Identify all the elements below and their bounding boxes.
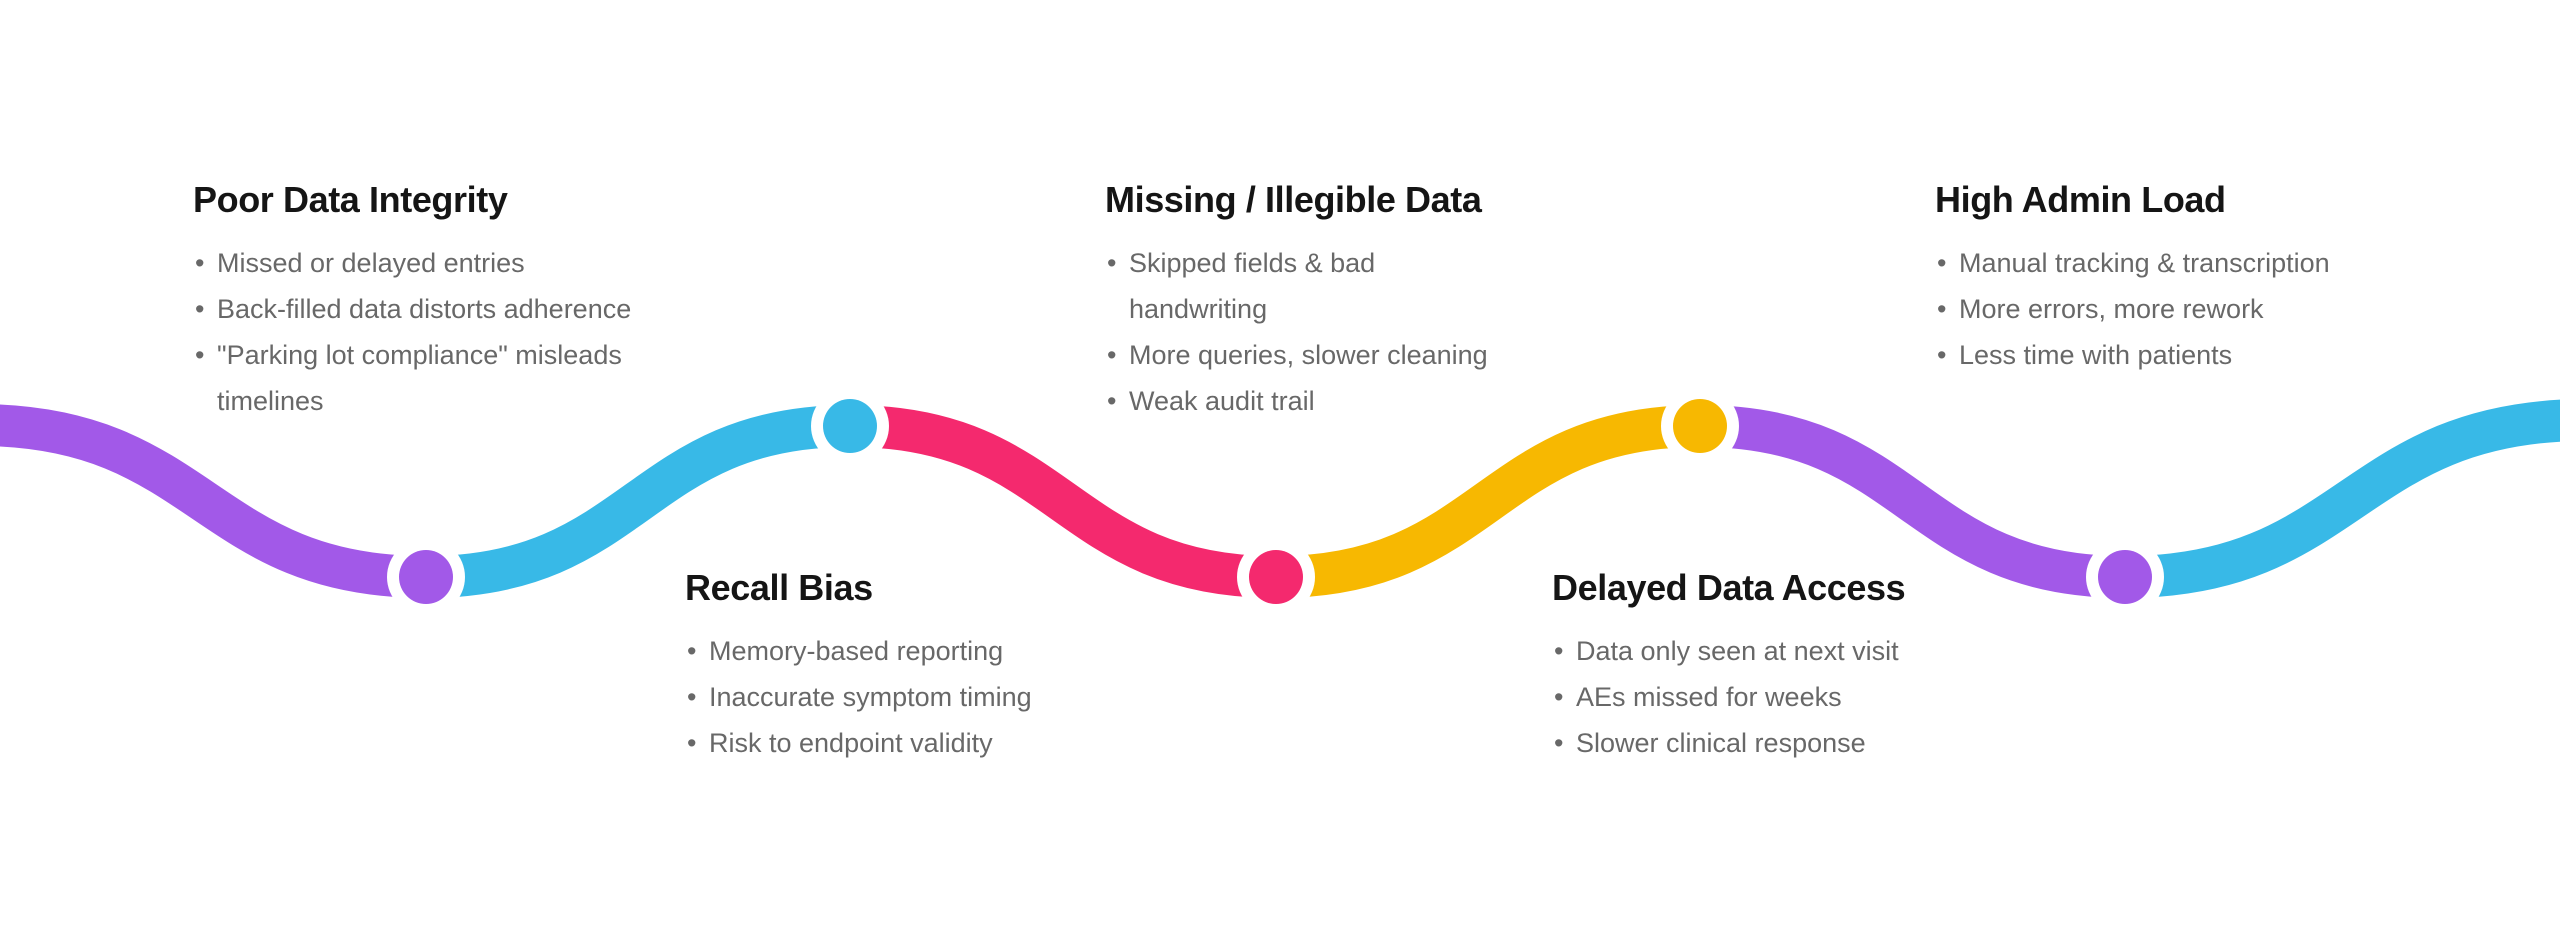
list-item: • Inaccurate symptom timing <box>687 674 1207 720</box>
milestone-node-2 <box>823 399 877 453</box>
list-item: • Manual tracking & transcription <box>1937 240 2477 286</box>
list-item: • AEs missed for weeks <box>1554 674 2074 720</box>
milestone-poor-data-integrity: Poor Data Integrity • Missed or delayed … <box>193 178 695 424</box>
bullet-dot-icon: • <box>1107 340 1117 370</box>
bullet-dot-icon: • <box>1937 340 1947 370</box>
milestone-title: Delayed Data Access <box>1552 567 1906 608</box>
milestone-node-4 <box>1673 399 1727 453</box>
bullet-text: Skipped fields & bad handwriting <box>1129 248 1376 324</box>
bullet-dot-icon: • <box>1937 294 1947 324</box>
milestone-node-3 <box>1249 550 1303 604</box>
bullet-dot-icon: • <box>1937 248 1947 278</box>
bullet-dot-icon: • <box>195 340 205 370</box>
bullet-dot-icon: • <box>1554 728 1564 758</box>
milestone-high-admin-load: High Admin Load • Manual tracking & tran… <box>1935 178 2477 378</box>
milestone-bullet-list: • Data only seen at next visit • AEs mis… <box>1552 628 2074 766</box>
bullet-text: Weak audit trail <box>1129 386 1315 416</box>
bullet-text: More errors, more rework <box>1959 294 2264 324</box>
list-item: • More errors, more rework <box>1937 286 2477 332</box>
milestone-title: Missing / Illegible Data <box>1105 179 1482 220</box>
list-item: • Skipped fields & bad handwriting <box>1107 240 1517 332</box>
milestone-title: Poor Data Integrity <box>193 179 508 220</box>
milestone-node-1 <box>399 550 453 604</box>
bullet-text: Inaccurate symptom timing <box>709 682 1032 712</box>
bullet-text: Slower clinical response <box>1576 728 1866 758</box>
milestone-delayed-data-access: Delayed Data Access • Data only seen at … <box>1552 566 2074 766</box>
milestone-missing-illegible-data: Missing / Illegible Data • Skipped field… <box>1105 178 1517 424</box>
milestone-bullet-list: • Skipped fields & bad handwriting • Mor… <box>1105 240 1517 424</box>
bullet-dot-icon: • <box>1107 248 1117 278</box>
list-item: • Risk to endpoint validity <box>687 720 1207 766</box>
ribbon-segment-2 <box>425 405 851 598</box>
bullet-text: Data only seen at next visit <box>1576 636 1899 666</box>
milestone-title: Recall Bias <box>685 567 873 608</box>
bullet-dot-icon: • <box>687 728 697 758</box>
ribbon-segment-1 <box>0 404 427 598</box>
list-item: • Missed or delayed entries <box>195 240 695 286</box>
bullet-text: Risk to endpoint validity <box>709 728 993 758</box>
bullet-dot-icon: • <box>195 248 205 278</box>
bullet-dot-icon: • <box>687 682 697 712</box>
milestone-recall-bias: Recall Bias • Memory-based reporting • I… <box>685 566 1207 766</box>
bullet-dot-icon: • <box>1554 636 1564 666</box>
list-item: • Less time with patients <box>1937 332 2477 378</box>
bullet-dot-icon: • <box>1554 682 1564 712</box>
list-item: • More queries, slower cleaning <box>1107 332 1517 378</box>
bullet-text: AEs missed for weeks <box>1576 682 1842 712</box>
bullet-dot-icon: • <box>687 636 697 666</box>
list-item: • Back-filled data distorts adherence <box>195 286 695 332</box>
bullet-text: More queries, slower cleaning <box>1129 340 1488 370</box>
bullet-text: Memory-based reporting <box>709 636 1004 666</box>
bullet-dot-icon: • <box>195 294 205 324</box>
bullet-text: Back-filled data distorts adherence <box>217 294 632 324</box>
ribbon-segment-4 <box>1275 405 1701 598</box>
list-item: • Memory-based reporting <box>687 628 1207 674</box>
list-item: • Weak audit trail <box>1107 378 1517 424</box>
ribbon-segment-3 <box>849 405 1277 598</box>
bullet-dot-icon: • <box>1107 386 1117 416</box>
milestone-bullet-list: • Memory-based reporting • Inaccurate sy… <box>685 628 1207 766</box>
list-item: • "Parking lot compliance" misleads time… <box>195 332 695 424</box>
bullet-text: Manual tracking & transcription <box>1959 248 2330 278</box>
bullet-text: "Parking lot compliance" misleads timeli… <box>217 340 622 416</box>
bullet-text: Missed or delayed entries <box>217 248 525 278</box>
bullet-text: Less time with patients <box>1959 340 2233 370</box>
milestone-bullet-list: • Missed or delayed entries • Back-fille… <box>193 240 695 424</box>
milestone-bullet-list: • Manual tracking & transcription • More… <box>1935 240 2477 378</box>
milestone-title: High Admin Load <box>1935 179 2226 220</box>
list-item: • Slower clinical response <box>1554 720 2074 766</box>
ribbon-segment-5 <box>1699 405 2126 598</box>
ribbon-segment-6 <box>2124 399 2560 598</box>
list-item: • Data only seen at next visit <box>1554 628 2074 674</box>
milestone-node-5 <box>2098 550 2152 604</box>
